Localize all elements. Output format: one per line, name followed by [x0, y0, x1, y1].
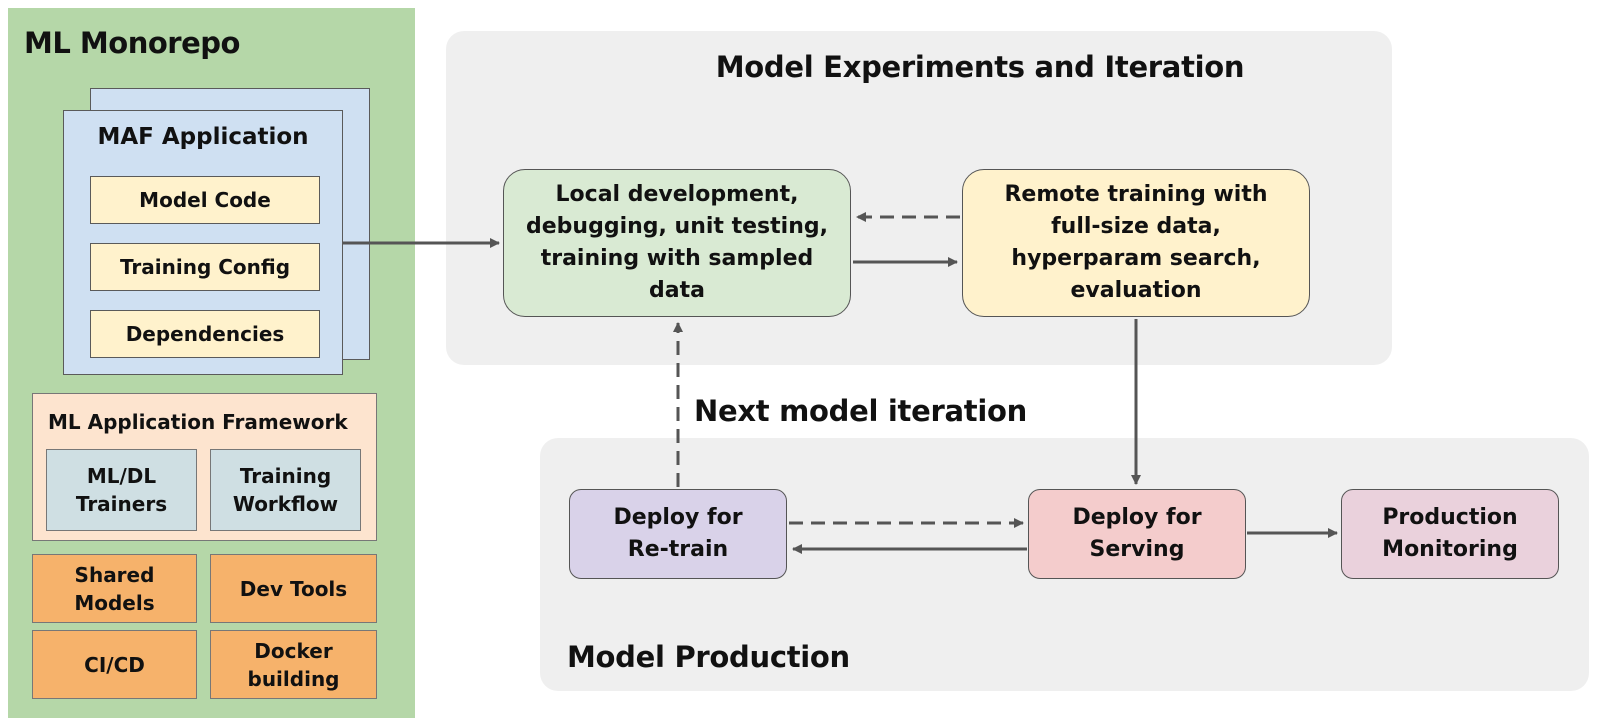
training-config-box: Training Config: [90, 243, 320, 291]
docker-building-box: Docker building: [210, 630, 377, 699]
remote-training-node: Remote training with full-size data, hyp…: [962, 169, 1310, 317]
ml-application-framework-title: ML Application Framework: [48, 410, 348, 434]
dependencies-box: Dependencies: [90, 310, 320, 358]
deploy-for-retrain-node: Deploy for Re-train: [569, 489, 787, 579]
local-development-node: Local development, debugging, unit testi…: [503, 169, 851, 317]
model-experiments-title: Model Experiments and Iteration: [715, 50, 1245, 84]
ci-cd-box: CI/CD: [32, 630, 197, 699]
dev-tools-box: Dev Tools: [210, 554, 377, 623]
model-production-title: Model Production: [567, 640, 850, 674]
monorepo-title: ML Monorepo: [24, 26, 240, 60]
maf-application-title: MAF Application: [97, 124, 309, 150]
model-code-box: Model Code: [90, 176, 320, 224]
shared-models-box: Shared Models: [32, 554, 197, 623]
deploy-for-serving-node: Deploy for Serving: [1028, 489, 1246, 579]
ml-dl-trainers-box: ML/DL Trainers: [46, 449, 197, 531]
training-workflow-box: Training Workflow: [210, 449, 361, 531]
next-model-iteration-label: Next model iteration: [694, 394, 1027, 428]
production-monitoring-node: Production Monitoring: [1341, 489, 1559, 579]
